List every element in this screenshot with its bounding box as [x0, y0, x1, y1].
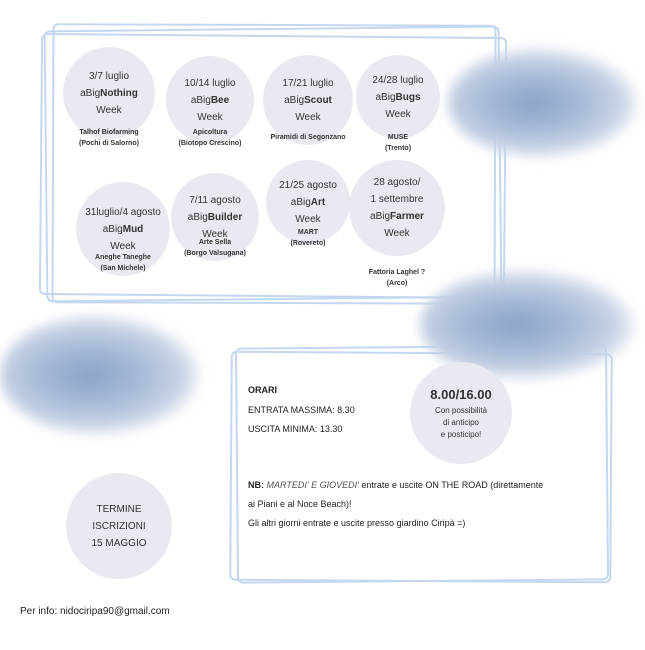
uscita-text: USCITA MINIMA: 13.30	[248, 424, 343, 434]
week-dates: 10/14 luglio	[184, 77, 236, 89]
termine-1: TERMINE	[96, 503, 142, 515]
place-location: (Arco)	[386, 280, 408, 287]
week-prefix: aBig	[290, 196, 311, 208]
week-suffix: Week	[384, 228, 410, 239]
week-dates: 3/7 luglio	[88, 70, 130, 82]
week-name: Bugs	[395, 91, 421, 103]
place-name: MUSE	[387, 134, 409, 141]
week-prefix: aBig	[80, 87, 101, 99]
place-location: (San Michele)	[100, 265, 146, 272]
nb-line-3: Gli altri giorni entrate e uscite presso…	[248, 518, 466, 528]
week-prefix: aBig	[375, 91, 396, 103]
week-prefix: aBig	[284, 94, 305, 106]
week-name: Scout	[304, 94, 332, 106]
place-location: (Pochi di Salorno)	[79, 140, 139, 147]
week-title: aBigBuilder	[188, 209, 242, 226]
week-circle: 17/21 luglio aBigScout Week	[263, 55, 353, 145]
place-name: Fattoria Laghel ?	[368, 269, 426, 276]
week-title: aBigNothing	[80, 85, 138, 102]
hours-circle: 8.00/16.00 Con possibilità di anticipo e…	[410, 362, 512, 464]
week-place: Fattoria Laghel ? (Arco)	[349, 267, 445, 289]
place-location: (Biotopo Crescino)	[178, 140, 242, 147]
week-suffix: Week	[96, 104, 122, 116]
week-dates: 17/21 luglio	[282, 77, 334, 89]
week-circle: 10/14 luglio aBigBee Week	[166, 56, 254, 144]
week-title: aBigArt	[291, 194, 325, 211]
week-title: aBigMud	[103, 221, 144, 238]
place-name: Aneghe Taneghe	[95, 254, 151, 261]
week-dates: 31luglio/4 agosto	[85, 206, 161, 218]
nb-line-2: ai Piani e al Noce Beach)!	[248, 499, 352, 509]
hours-note-3: e posticipo!	[440, 430, 482, 439]
place-name: Apicoltura	[192, 129, 228, 136]
hours: 8.00/16.00	[430, 387, 492, 402]
nb-days: MARTEDI' E GIOVEDI'	[266, 480, 359, 490]
week-suffix: Week	[197, 111, 223, 123]
termine-circle: TERMINE ISCRIZIONI 15 MAGGIO	[66, 473, 172, 579]
place-name: Talhof Biofarming	[79, 129, 139, 136]
place-name: Piramidi di Segonzano	[270, 134, 346, 141]
footer-contact: Per info: nidociripa90@gmail.com	[20, 606, 170, 617]
week-place: Aneghe Taneghe (San Michele)	[75, 252, 171, 274]
week-circle: 24/28 luglio aBigBugs Week	[356, 55, 440, 139]
cloud-decoration	[420, 270, 635, 380]
place-location: (Borgo Valsugana)	[184, 250, 246, 257]
week-dates: 21/25 agosto	[279, 179, 337, 191]
week-prefix: aBig	[190, 94, 211, 106]
week-circle: 21/25 agosto aBigArt Week	[266, 160, 350, 244]
week-dates: 28 agosto/ 1 settembre	[370, 177, 424, 205]
nb-label: NB:	[248, 480, 264, 490]
week-suffix: Week	[295, 213, 321, 225]
place-name: MART	[297, 229, 319, 236]
place-location: (Trento)	[384, 145, 412, 152]
week-title: aBigBee	[191, 92, 229, 109]
hours-note-1: Con possibilità	[434, 406, 488, 415]
week-suffix: Week	[385, 108, 411, 120]
week-place: Piramidi di Segonzano	[260, 132, 356, 143]
termine-3: 15 MAGGIO	[91, 537, 147, 549]
nb-line-1: NB: MARTEDI' E GIOVEDI' entrate e uscite…	[248, 480, 543, 490]
week-title: aBigBugs	[375, 89, 420, 106]
week-title: aBigFarmer	[370, 208, 424, 225]
place-name: Arte Sella	[198, 239, 232, 246]
termine-2: ISCRIZIONI	[92, 520, 146, 532]
week-circle: 3/7 luglio aBigNothing Week	[63, 47, 155, 139]
week-name: Nothing	[100, 87, 138, 99]
week-suffix: Week	[110, 240, 136, 252]
week-name: Bee	[210, 94, 230, 106]
week-circle: 28 agosto/ 1 settembre aBigFarmer Week	[349, 160, 445, 256]
orari-title: ORARI	[248, 385, 277, 395]
cloud-decoration	[0, 315, 200, 435]
entrata-text: ENTRATA MASSIMA: 8.30	[248, 405, 355, 415]
week-circle: 7/11 agosto aBigBuilder Week	[171, 173, 259, 261]
week-dates: 7/11 agosto	[189, 194, 241, 206]
hours-note-2: di anticipo	[442, 418, 480, 427]
week-name: Art	[310, 196, 326, 208]
week-place: Arte Sella (Borgo Valsugana)	[167, 237, 263, 259]
place-location: (Rovereto)	[290, 240, 326, 247]
week-place: Talhof Biofarming (Pochi di Salorno)	[61, 127, 157, 149]
cloud-decoration	[448, 48, 638, 158]
week-circle: 31luglio/4 agosto aBigMud Week	[76, 182, 170, 276]
week-suffix: Week	[202, 228, 228, 240]
week-name: Farmer	[390, 211, 424, 222]
week-place: MART (Rovereto)	[260, 227, 356, 249]
week-suffix: Week	[295, 111, 321, 123]
week-place: MUSE (Trento)	[350, 132, 446, 154]
nb-text: entrate e uscite ON THE ROAD (direttamen…	[358, 480, 544, 490]
week-prefix: aBig	[370, 211, 391, 222]
week-dates: 24/28 luglio	[372, 74, 424, 86]
week-place: Apicoltura (Biotopo Crescino)	[162, 127, 258, 149]
week-title: aBigScout	[284, 92, 332, 109]
week-name: Builder	[207, 211, 243, 223]
week-name: Mud	[122, 223, 144, 235]
week-prefix: aBig	[187, 211, 208, 223]
week-prefix: aBig	[102, 223, 123, 235]
